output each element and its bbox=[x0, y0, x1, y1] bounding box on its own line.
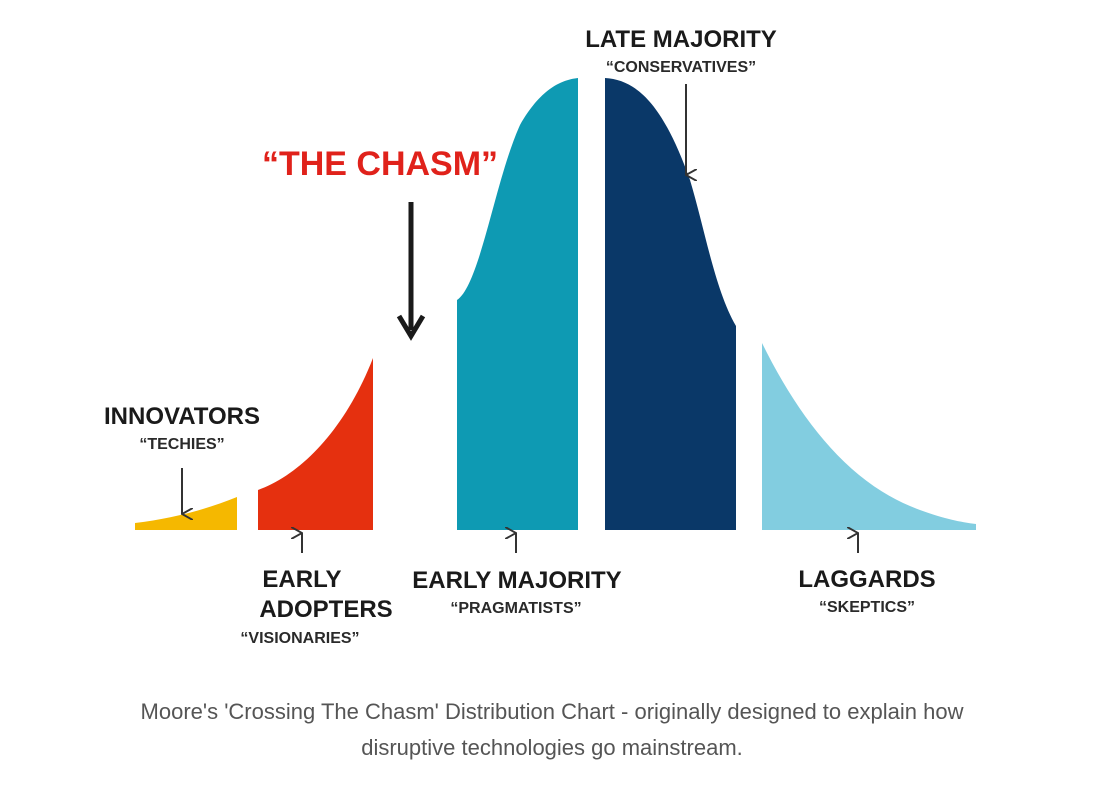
chasm-arrow bbox=[396, 202, 426, 341]
early-majority-segment bbox=[457, 78, 578, 530]
caption-line-2: disruptive technologies go mainstream. bbox=[361, 735, 743, 760]
early-majority-title: EARLY MAJORITY bbox=[412, 567, 621, 594]
laggards-title: LAGGARDS bbox=[798, 566, 935, 593]
early-adopters-subtitle: “VISIONARIES” bbox=[240, 630, 359, 647]
caption-line-1: Moore's 'Crossing The Chasm' Distributio… bbox=[140, 699, 964, 724]
late-majority-subtitle: “CONSERVATIVES” bbox=[606, 59, 756, 76]
late-majority-segment bbox=[605, 78, 736, 530]
innovators-subtitle: “TECHIES” bbox=[139, 436, 224, 453]
early-adopters-title-line1: EARLY bbox=[262, 566, 341, 593]
figure-caption: Moore's 'Crossing The Chasm' Distributio… bbox=[0, 694, 1104, 766]
innovators-segment bbox=[135, 497, 237, 530]
late-majority-title: LATE MAJORITY bbox=[585, 26, 777, 53]
chasm-diagram: “THE CHASM” INNOVATORS “TECHIES” EARLY A… bbox=[104, 26, 976, 647]
early-adopters-title-line2: ADOPTERS bbox=[259, 596, 392, 623]
early-adopters-segment bbox=[258, 358, 373, 530]
laggards-segment bbox=[762, 343, 976, 530]
innovators-title: INNOVATORS bbox=[104, 403, 260, 430]
chasm-label: “THE CHASM” bbox=[262, 145, 498, 183]
early-majority-subtitle: “PRAGMATISTS” bbox=[450, 600, 581, 617]
laggards-subtitle: “SKEPTICS” bbox=[819, 599, 915, 616]
